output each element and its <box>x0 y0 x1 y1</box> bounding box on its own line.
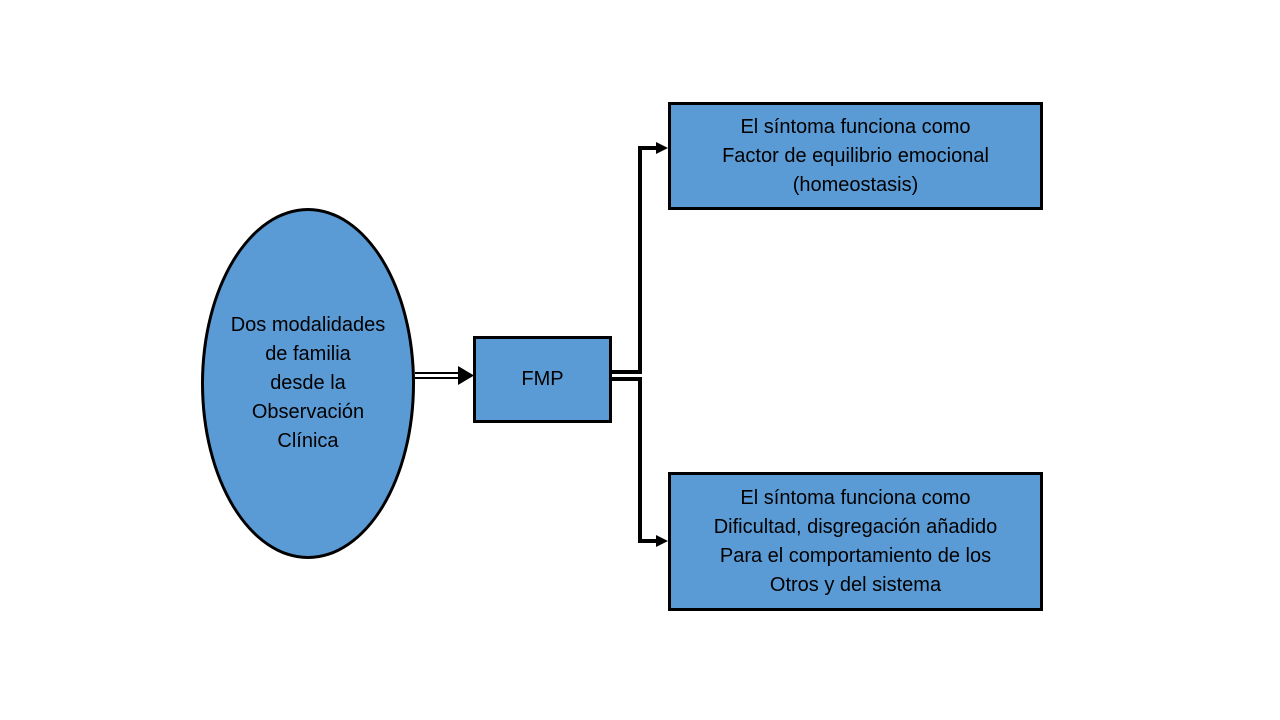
oval-line: de familia <box>265 343 351 365</box>
equilibrium-symptom-box: El síntoma funciona como Factor de equil… <box>668 102 1043 210</box>
oval-line: Dos modalidades <box>230 314 386 336</box>
oval-line: Clínica <box>277 430 339 452</box>
oval-line: desde la <box>270 372 346 394</box>
bottom-box-line: Para el comportamiento de los <box>719 544 992 567</box>
connector-fmp-to-top-box <box>612 142 668 374</box>
top-box-text: El síntoma funciona como Factor de equil… <box>722 113 989 200</box>
family-modalities-oval: Dos modalidades de familia desde la Obse… <box>201 208 415 559</box>
fmp-label: FMP <box>521 368 564 390</box>
fmp-box: FMP <box>473 336 612 423</box>
oval-line: Observación <box>251 401 365 423</box>
arrow-oval-to-fmp <box>415 366 474 385</box>
bottom-box-line: El síntoma funciona como <box>740 486 971 509</box>
connector-fmp-to-bottom-box <box>612 377 668 547</box>
oval-text: Dos modalidades de familia desde la Obse… <box>231 311 386 456</box>
top-box-line: (homeostasis) <box>792 173 919 196</box>
bottom-box-text: El síntoma funciona como Dificultad, dis… <box>714 484 998 600</box>
bottom-box-line: Dificultad, disgregación añadido <box>713 515 998 538</box>
bottom-box-line: Otros y del sistema <box>769 573 942 596</box>
difficulty-symptom-box: El síntoma funciona como Dificultad, dis… <box>668 472 1043 611</box>
top-box-line: El síntoma funciona como <box>740 115 971 138</box>
top-box-line: Factor de equilibrio emocional <box>722 144 989 167</box>
